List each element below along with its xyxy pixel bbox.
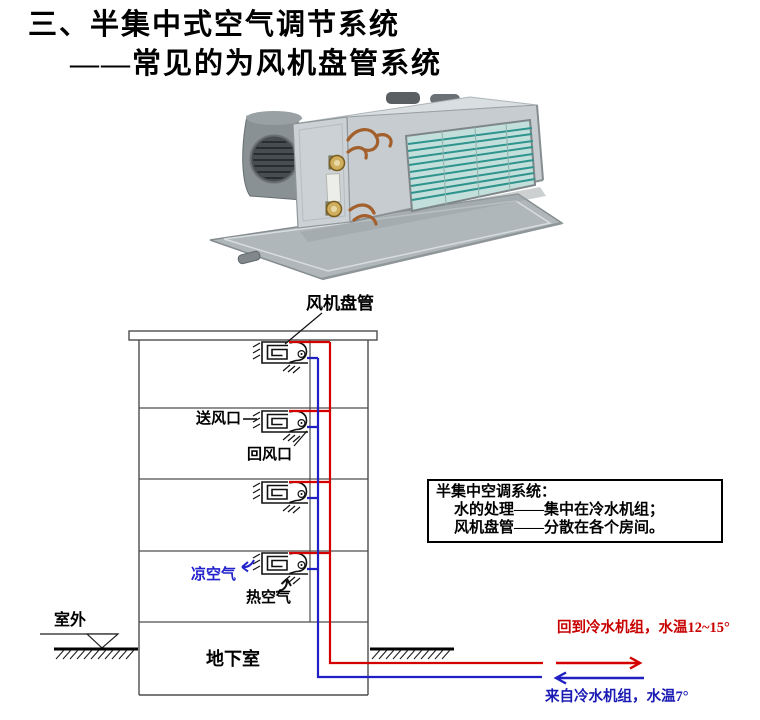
info-box-line2: 水的处理——集中在冷水机组； xyxy=(454,502,665,518)
photo-drain-pan xyxy=(209,193,564,281)
ground-hatch-right xyxy=(371,649,451,660)
page-title: 三、半集中式空气调节系统 xyxy=(28,9,401,41)
photo-copper-pipes xyxy=(346,128,393,226)
label-basement: 地下室 xyxy=(206,649,260,669)
photo-fan-housing xyxy=(242,111,303,201)
fan-coil-unit-floor1 xyxy=(252,341,309,374)
label-fan-coil: 风机盘管 xyxy=(306,294,374,313)
fan-coil-unit-floor3 xyxy=(252,481,309,514)
info-box: 半集中空调系统： 水的处理——集中在冷水机组； 风机盘管——分散在各个房间。 xyxy=(427,479,723,543)
ground-hatch-left xyxy=(55,649,135,660)
leader-lines xyxy=(243,312,323,447)
info-box-line3: 风机盘管——分散在各个房间。 xyxy=(454,520,665,536)
building-structure xyxy=(128,330,378,696)
photo-coil-grille xyxy=(404,118,537,213)
photo-front-panel xyxy=(292,116,351,229)
info-box-line1: 半集中空调系统： xyxy=(436,484,557,500)
cool-air-arrow xyxy=(241,559,255,573)
page-subtitle: ——常见的为风机盘管系统 xyxy=(70,48,443,80)
ground-level-symbol xyxy=(40,633,454,660)
return-flow-arrow xyxy=(556,656,643,670)
fan-coil-photo xyxy=(209,92,564,281)
fan-coil-unit-floor2 xyxy=(252,410,309,443)
label-return-water: 回到冷水机组，水温12~15° xyxy=(557,620,730,636)
label-hot-air: 热空气 xyxy=(246,590,292,606)
supply-flow-arrow xyxy=(553,671,644,685)
hot-water-pipe xyxy=(289,340,543,665)
label-cool-air: 凉空气 xyxy=(191,567,237,583)
photo-brass-fittings xyxy=(325,154,346,218)
fan-coil-unit-floor4 xyxy=(252,552,309,585)
label-outdoor: 室外 xyxy=(54,612,87,629)
label-supply-outlet: 送风口 xyxy=(196,411,242,427)
cold-water-pipe xyxy=(307,356,542,679)
label-supply-water: 来自冷水机组，水温7° xyxy=(545,689,689,705)
label-return-outlet: 回风口 xyxy=(247,447,293,463)
hot-air-arrow xyxy=(275,578,292,593)
